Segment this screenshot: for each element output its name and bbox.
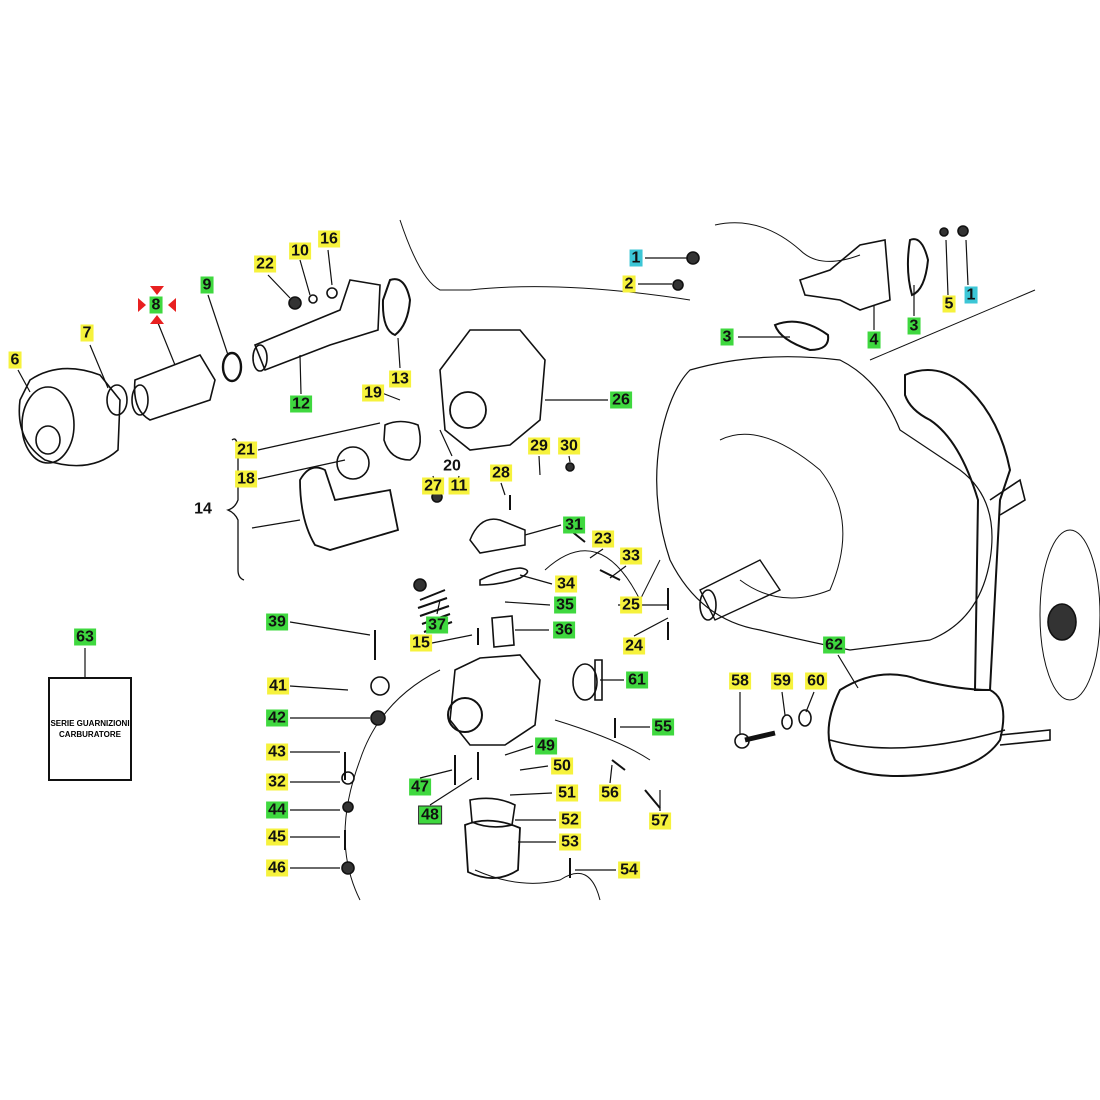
diagonal-line (869, 289, 1036, 361)
part-label-14: 14 (194, 500, 212, 518)
part-label-46: 46 (266, 859, 288, 877)
part-label-44: 44 (266, 801, 288, 819)
part-label-15: 15 (410, 634, 432, 652)
part-label-18: 18 (235, 470, 257, 488)
gasket-set-line2: CARBURATORE (59, 730, 121, 739)
part-label-60: 60 (805, 672, 827, 690)
hook-34 (479, 567, 529, 586)
part-label-33: 33 (620, 547, 642, 565)
part-label-41: 41 (267, 677, 289, 695)
part-label-32: 32 (266, 773, 288, 791)
part-label-34: 34 (555, 575, 577, 593)
selected-marker-icon (138, 286, 176, 324)
manifold-12 (253, 279, 381, 372)
gasket-3a (773, 320, 830, 352)
part-label-19: 19 (362, 384, 384, 402)
slide-36 (491, 615, 515, 648)
part-label-42: 42 (266, 709, 288, 727)
part-label-10: 10 (289, 242, 311, 260)
flywheel (1039, 529, 1100, 701)
part-label-36: 36 (553, 621, 575, 639)
carburettor-26 (439, 329, 546, 451)
part-label-13: 13 (389, 370, 411, 388)
flywheel-hub (1047, 603, 1077, 641)
part-label-30: 30 (558, 437, 580, 455)
air-filter-housing (18, 367, 121, 467)
engine-outline (399, 219, 691, 301)
gasket-13 (381, 278, 412, 337)
leader-lines (17, 239, 969, 871)
part-label-58: 58 (729, 672, 751, 690)
float-bowl (464, 819, 521, 879)
part-label-27: 27 (422, 477, 444, 495)
part-label-55: 55 (652, 718, 674, 736)
part-label-24: 24 (623, 637, 645, 655)
bolts (344, 495, 776, 878)
gasket-set-box: SERIE GUARNIZIONI CARBURATORE (48, 677, 132, 781)
intake-pipe (699, 559, 782, 621)
spring-37 (417, 589, 453, 633)
part-label-1: 1 (629, 249, 643, 267)
part-label-52: 52 (559, 811, 581, 829)
part-label-4: 4 (867, 331, 881, 349)
part-label-53: 53 (559, 833, 581, 851)
part-label-45: 45 (266, 828, 288, 846)
part-label-1: 1 (964, 286, 978, 304)
o-ring-7 (106, 384, 128, 416)
part-label-35: 35 (554, 596, 576, 614)
part-label-21: 21 (235, 441, 257, 459)
clamp (383, 420, 421, 461)
crankcase-inner (719, 433, 844, 599)
part-label-59: 59 (771, 672, 793, 690)
throttle-31 (469, 518, 526, 554)
part-label-3: 3 (907, 317, 921, 335)
part-label-48: 48 (418, 805, 442, 825)
crankcase (656, 356, 993, 651)
part-label-54: 54 (618, 861, 640, 879)
part-label-3: 3 (720, 328, 734, 346)
part-label-6: 6 (8, 351, 22, 369)
part-label-2: 2 (622, 275, 636, 293)
ring-9 (221, 351, 243, 383)
part-label-16: 16 (318, 230, 340, 248)
choke-61 (572, 663, 598, 701)
part-label-37: 37 (426, 616, 448, 634)
part-label-9: 9 (200, 276, 214, 294)
cable-curves (344, 550, 661, 901)
part-label-57: 57 (649, 812, 671, 830)
manifold-4 (798, 239, 891, 311)
part-label-29: 29 (528, 437, 550, 455)
part-label-50: 50 (551, 757, 573, 775)
part-label-28: 28 (490, 464, 512, 482)
carburettor-body (449, 654, 541, 746)
part-label-61: 61 (626, 671, 648, 689)
part-label-39: 39 (266, 613, 288, 631)
part-label-62: 62 (823, 636, 845, 654)
part-label-20: 20 (443, 457, 461, 475)
part-label-51: 51 (556, 784, 578, 802)
gasket-set-line1: SERIE GUARNIZIONI (50, 719, 130, 728)
part-label-12: 12 (290, 395, 312, 413)
part-label-26: 26 (610, 391, 632, 409)
part-label-7: 7 (80, 324, 94, 342)
filter-cover (299, 466, 400, 551)
part-label-43: 43 (266, 743, 288, 761)
part-label-5: 5 (942, 295, 956, 313)
part-label-23: 23 (592, 530, 614, 548)
muffler (827, 673, 1005, 777)
nuts (341, 225, 969, 875)
part-label-56: 56 (599, 784, 621, 802)
part-label-63: 63 (74, 628, 96, 646)
part-label-22: 22 (254, 255, 276, 273)
part-label-25: 25 (620, 596, 642, 614)
exhaust-pipe (904, 369, 1012, 691)
gasket-3b (906, 238, 930, 297)
part-label-49: 49 (535, 737, 557, 755)
frame-curve (714, 222, 861, 262)
part-label-11: 11 (448, 477, 470, 495)
part-label-31: 31 (563, 516, 585, 534)
part-label-8: 8 (149, 296, 163, 314)
part-label-47: 47 (409, 778, 431, 796)
